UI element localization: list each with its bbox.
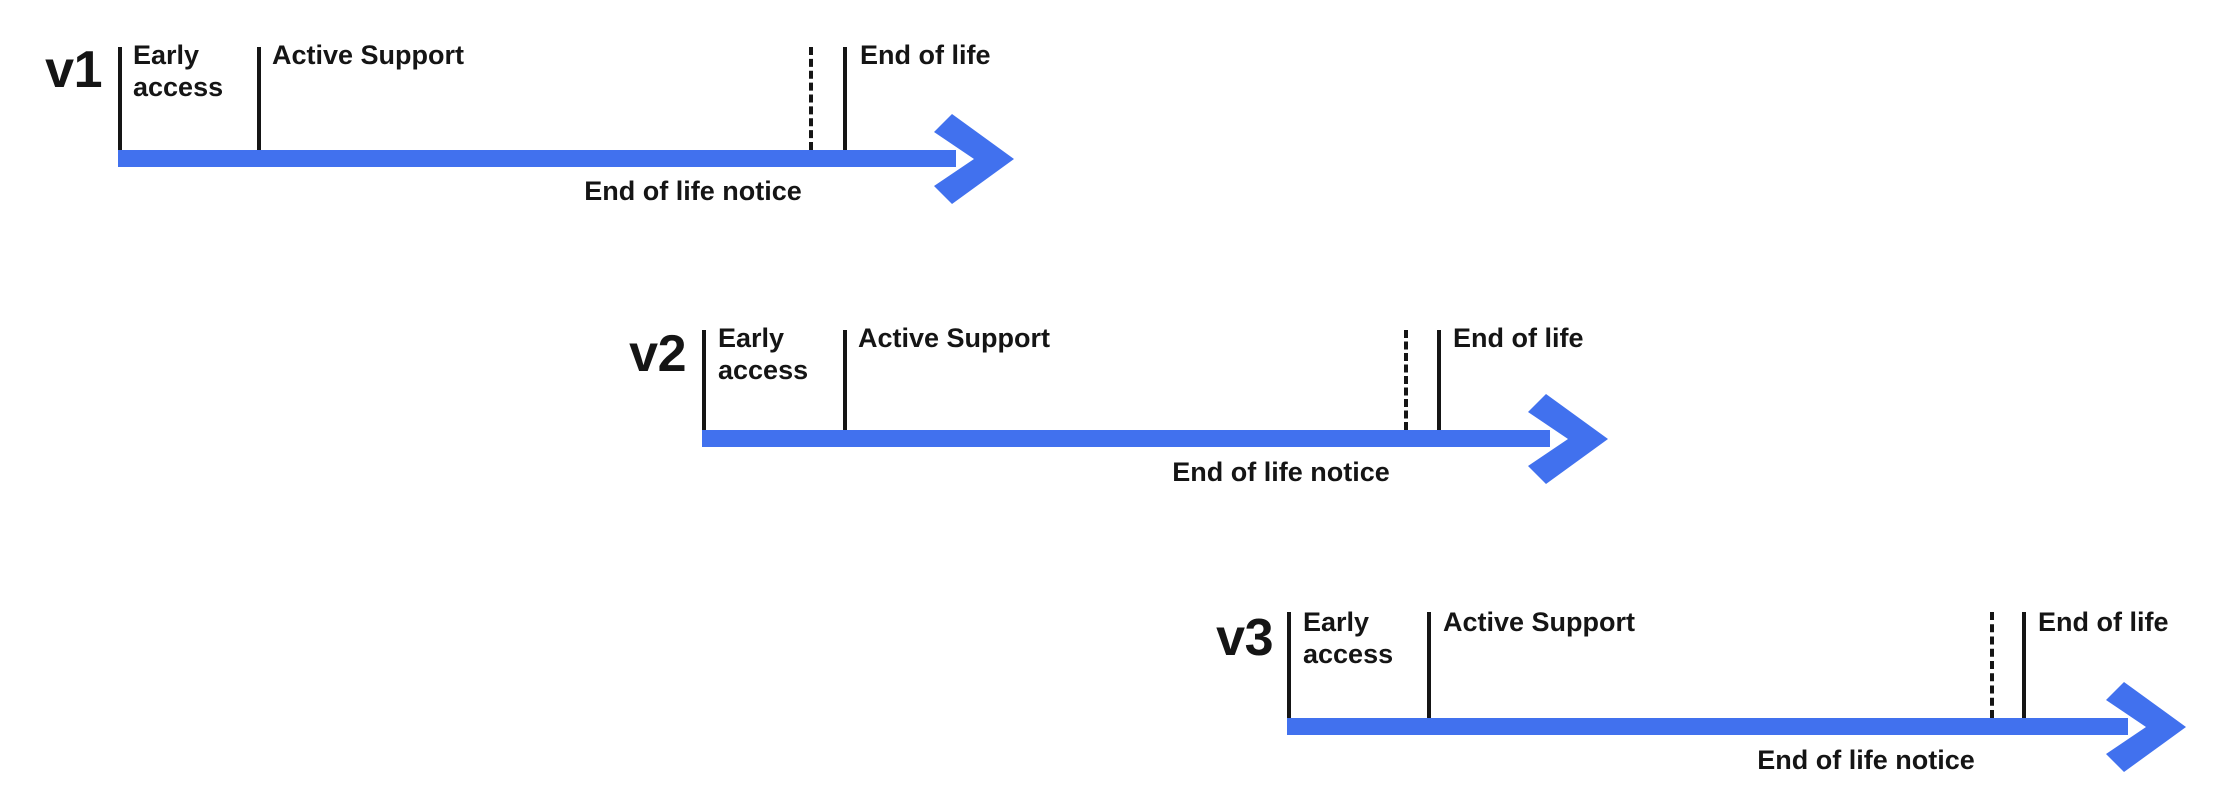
phase-label-v3-0: Early access [1303, 607, 1394, 669]
phase-label-v1-0: Early access [133, 40, 224, 102]
phase-divider-tick [1437, 330, 1441, 430]
end-of-life-notice-marker [1404, 330, 1408, 430]
phase-divider-tick [257, 47, 261, 150]
timeline-arrow-head-v1 [932, 110, 1018, 208]
phase-divider-tick [1427, 612, 1431, 718]
end-of-life-notice-marker [809, 47, 813, 150]
end-of-life-notice-label-v2: End of life notice [1172, 457, 1390, 487]
phase-divider-tick [118, 47, 122, 150]
timeline-arrow-head-v3 [2104, 678, 2190, 776]
phase-label-v2-1: Active Support [858, 323, 1051, 353]
phase-label-v2-2: End of life [1453, 323, 1584, 353]
phase-label-v1-1: Active Support [272, 40, 465, 70]
phase-label-v1-2: End of life [860, 40, 991, 70]
end-of-life-notice-label-v3: End of life notice [1757, 745, 1975, 775]
version-label-v3: v3 [1216, 609, 1273, 667]
phase-divider-tick [843, 330, 847, 430]
version-label-v1: v1 [45, 41, 102, 99]
end-of-life-notice-marker [1990, 612, 1994, 718]
phase-label-v3-1: Active Support [1443, 607, 1636, 637]
phase-divider-tick [1287, 612, 1291, 718]
timeline-arrow-shaft-v1 [118, 150, 956, 167]
phase-divider-tick [702, 330, 706, 430]
end-of-life-notice-label-v1: End of life notice [584, 176, 802, 206]
phase-divider-tick [843, 47, 847, 150]
timeline-arrow-shaft-v2 [702, 430, 1550, 447]
version-label-v2: v2 [629, 325, 686, 383]
phase-label-v2-0: Early access [718, 323, 809, 385]
phase-label-v3-2: End of life [2038, 607, 2169, 637]
timeline-arrow-shaft-v3 [1287, 718, 2128, 735]
phase-divider-tick [2022, 612, 2026, 718]
timeline-arrow-head-v2 [1526, 390, 1612, 488]
